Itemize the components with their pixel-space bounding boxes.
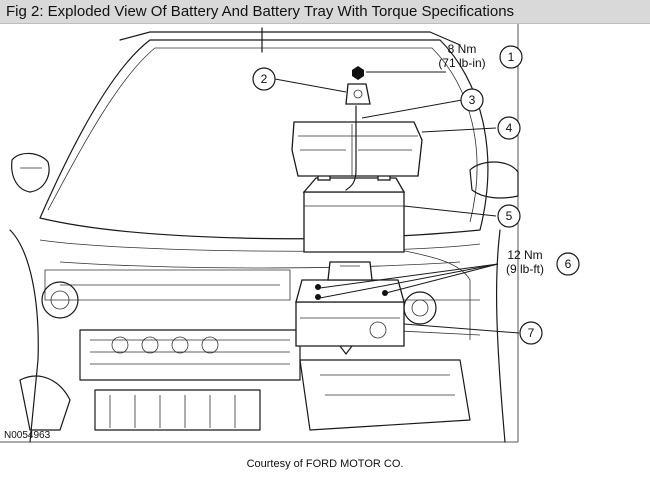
hold-down-rod <box>345 105 357 191</box>
battery-tray <box>295 261 405 355</box>
callout-3: 3 <box>460 88 484 112</box>
part-code: N0054963 <box>4 430 51 441</box>
tray-bolt-3 <box>382 290 388 296</box>
battery <box>302 171 406 253</box>
engine-bay <box>19 249 481 431</box>
hold-down-nut <box>352 66 364 80</box>
callout-7: 7 <box>519 321 543 345</box>
callout-7-number: 7 <box>528 326 535 340</box>
callout-5-number: 5 <box>506 209 513 223</box>
tray-bolt-1 <box>315 284 321 290</box>
callout-1-torque-nm: 8 Nm <box>448 42 477 56</box>
callout-3-number: 3 <box>469 93 476 107</box>
figure-title-bar: Fig 2: Exploded View Of Battery And Batt… <box>0 0 650 24</box>
tray-bolt-2 <box>315 294 321 300</box>
callout-6-torque-imperial: (9 lb-ft) <box>506 262 544 276</box>
hold-down-clamp <box>345 83 371 105</box>
callout-2-number: 2 <box>261 72 268 86</box>
courtesy-credit: Courtesy of FORD MOTOR CO. <box>246 458 404 470</box>
battery-cover <box>291 121 423 177</box>
callout-6-torque-nm: 12 Nm <box>507 248 542 262</box>
left-mirror <box>11 152 50 193</box>
callout-1: 1 8 Nm (71 lb-in) <box>438 42 523 70</box>
callout-4: 4 <box>497 116 521 140</box>
right-mirror <box>469 161 519 199</box>
callout-1-number: 1 <box>508 50 515 64</box>
callout-6: 6 12 Nm (9 lb-ft) <box>506 248 580 276</box>
vehicle-hood <box>39 27 489 240</box>
figure-title: Fig 2: Exploded View Of Battery And Batt… <box>6 3 515 20</box>
callout-leaders <box>274 71 520 334</box>
callout-4-number: 4 <box>506 121 513 135</box>
vehicle-body <box>9 229 506 443</box>
callout-1-torque-imperial: (71 lb-in) <box>438 56 485 70</box>
callout-2: 2 <box>252 67 276 91</box>
callout-5: 5 <box>497 204 521 228</box>
callout-6-number: 6 <box>565 257 572 271</box>
